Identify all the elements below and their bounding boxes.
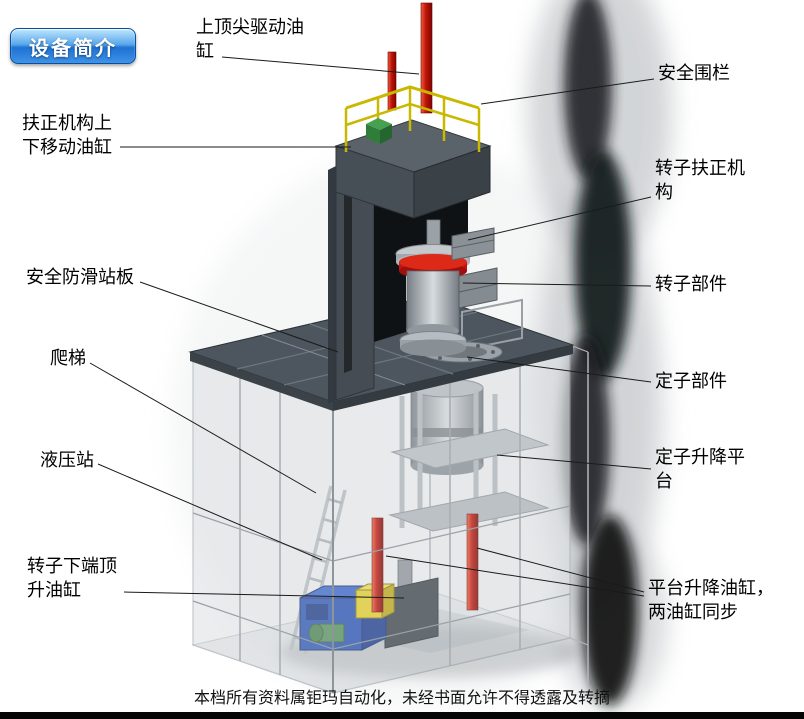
press-column	[328, 153, 375, 404]
label-safety-fence: 安全围栏	[658, 63, 730, 83]
leader-lines	[89, 56, 655, 599]
label-stator-lift-platform: 定子升降平台	[655, 447, 745, 491]
label-rotor-bottom-jack-cylinder: 转子下端顶升油缸	[27, 556, 117, 600]
bottom-divider-bar	[0, 712, 804, 719]
enclosure-front	[192, 344, 589, 695]
label-top-spindle-drive-cylinder: 上顶尖驱动油缸	[196, 17, 304, 61]
confidentiality-footer: 本档所有资料属钜玛自动化，未经书面允许不得透露及转摘	[193, 690, 610, 707]
label-stator-part: 定子部件	[655, 371, 727, 391]
green-junction-box	[366, 118, 392, 144]
platform-deck	[188, 295, 575, 411]
label-ladder: 爬梯	[50, 348, 86, 368]
safety-railing	[344, 85, 481, 152]
label-centering-mechanism-cylinder: 扶正机构上下移动油缸	[22, 113, 112, 157]
label-rotor-part: 转子部件	[655, 274, 727, 294]
title-badge: 设备简介	[10, 28, 136, 64]
rotor-jack-assembly	[384, 559, 439, 649]
label-hydraulic-station: 液压站	[40, 450, 94, 470]
label-rotor-centering-mechanism: 转子扶正机构	[655, 158, 745, 202]
platform-lift-cylinders	[371, 513, 479, 613]
stator-lift-frame	[388, 390, 550, 532]
label-antislip-standing-plate: 安全防滑站板	[26, 267, 134, 287]
press-head	[334, 119, 492, 342]
hydraulic-station	[299, 583, 395, 651]
label-platform-lift-cylinders: 平台升降油缸，两油缸同步	[648, 578, 774, 622]
